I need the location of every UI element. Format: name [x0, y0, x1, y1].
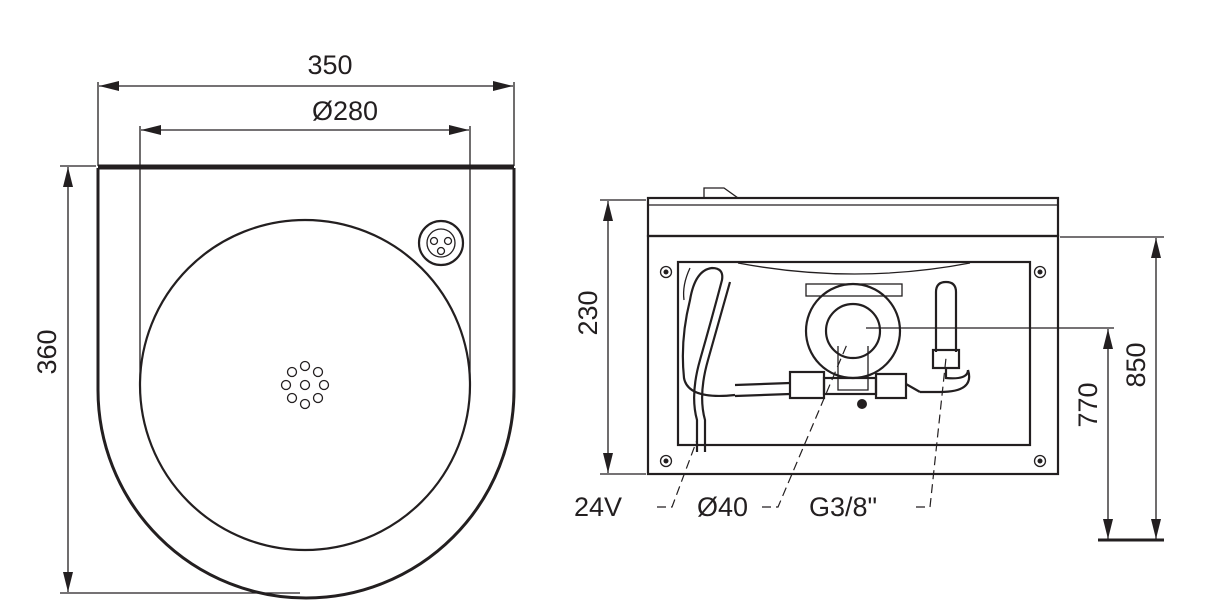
- service-opening: [676, 260, 1032, 447]
- bowl-circle: [138, 218, 472, 552]
- sensor-icon: [417, 219, 465, 267]
- label-g38: G3/8": [809, 492, 877, 522]
- front-view: 24V Ø40 G3/8" 230 770 850: [573, 187, 1164, 542]
- drain-holes: [280, 360, 330, 410]
- solenoid-valve-icon: [734, 370, 921, 400]
- dim-280: Ø280: [312, 96, 378, 126]
- label-40: Ø40: [697, 492, 748, 522]
- dim-770: 770: [1073, 382, 1103, 427]
- top-view: 350 Ø280 360: [32, 50, 516, 600]
- leader-g38: [916, 357, 947, 508]
- leader-40: [762, 341, 849, 508]
- dim-230: 230: [573, 290, 603, 335]
- dim-350: 350: [307, 50, 352, 80]
- sensor-stub-icon: [703, 187, 741, 199]
- dim-360: 360: [32, 329, 62, 374]
- dim-850: 850: [1121, 342, 1151, 387]
- leader-24v: [657, 439, 698, 508]
- label-24v: 24V: [574, 492, 622, 522]
- cable-loop-icon: [681, 266, 736, 452]
- front-panel: [646, 234, 1060, 476]
- basin-outline: [96, 168, 516, 600]
- basin-rim: [646, 196, 1060, 238]
- supply-hose-icon: [920, 280, 971, 394]
- drain-fitting-icon: [804, 282, 903, 409]
- screw-icons: [659, 265, 1047, 468]
